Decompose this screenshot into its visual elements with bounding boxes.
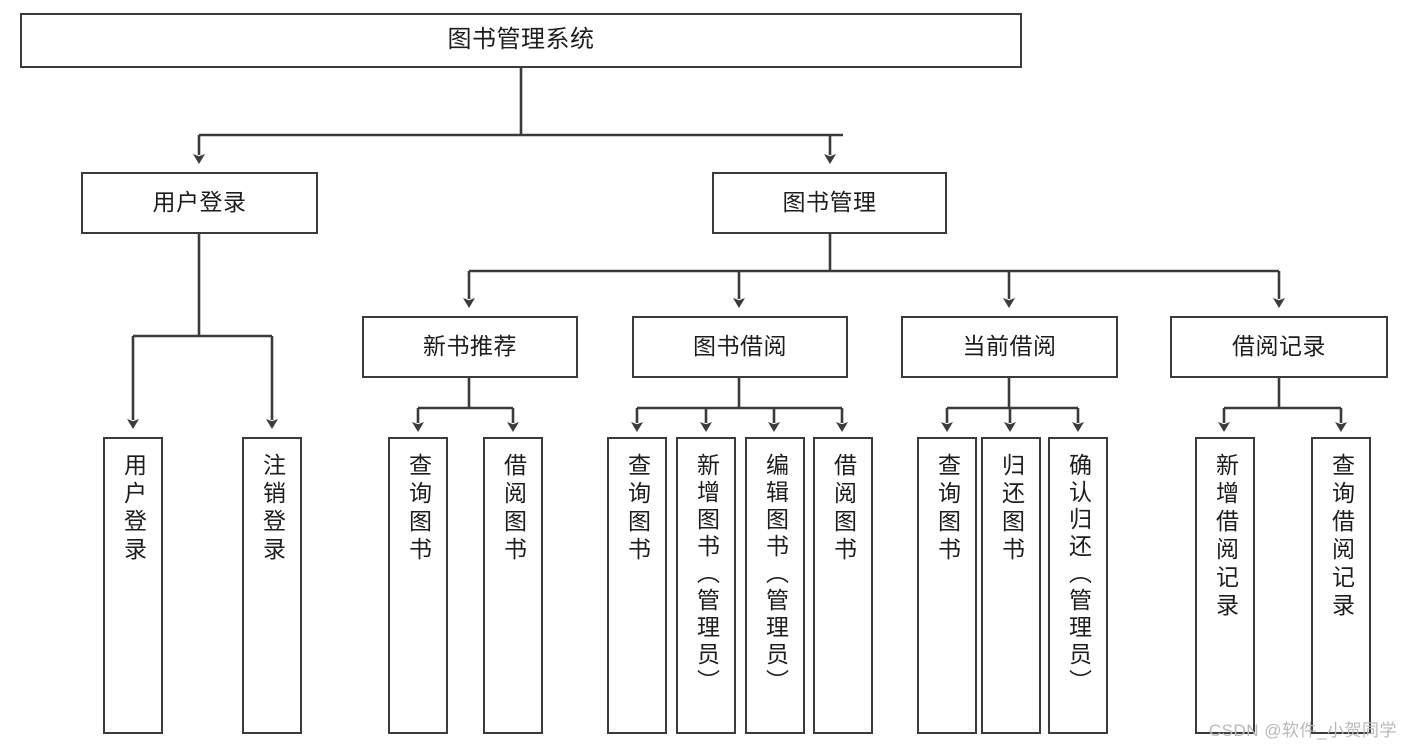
leaf-current-confirm-return-admin[interactable]: 确认归还（管理员） xyxy=(1048,437,1108,734)
node-user-login[interactable]: 用户登录 xyxy=(81,172,318,234)
node-label: 新增借阅记录 xyxy=(1212,453,1239,621)
leaf-user-login[interactable]: 用户登录 xyxy=(103,437,163,734)
node-label: 当前借阅 xyxy=(962,333,1057,360)
node-label: 图书借阅 xyxy=(693,333,787,360)
leaf-current-query-book[interactable]: 查询图书 xyxy=(917,437,977,734)
node-book-management[interactable]: 图书管理 xyxy=(712,172,947,234)
leaf-recommendation-borrow-book[interactable]: 借阅图书 xyxy=(483,437,543,734)
node-root-book-management-system[interactable]: 图书管理系统 xyxy=(20,13,1022,68)
node-label: 借阅图书 xyxy=(830,453,857,565)
leaf-record-add-borrow-record[interactable]: 新增借阅记录 xyxy=(1195,437,1255,734)
leaf-borrowing-borrow-book[interactable]: 借阅图书 xyxy=(813,437,873,734)
node-book-borrowing[interactable]: 图书借阅 xyxy=(632,316,848,378)
node-label: 查询借阅记录 xyxy=(1328,453,1355,621)
leaf-record-query-borrow-record[interactable]: 查询借阅记录 xyxy=(1311,437,1371,734)
leaf-borrowing-query-book[interactable]: 查询图书 xyxy=(607,437,667,734)
node-current-borrowing[interactable]: 当前借阅 xyxy=(901,316,1118,378)
leaf-borrowing-edit-book-admin[interactable]: 编辑图书（管理员） xyxy=(745,437,805,734)
leaf-recommendation-query-book[interactable]: 查询图书 xyxy=(388,437,448,734)
leaf-current-return-book[interactable]: 归还图书 xyxy=(981,437,1041,734)
node-label: 新书推荐 xyxy=(423,333,517,360)
leaf-borrowing-add-book-admin[interactable]: 新增图书（管理员） xyxy=(676,437,736,734)
node-label: 查询图书 xyxy=(624,453,651,565)
node-new-book-recommendation[interactable]: 新书推荐 xyxy=(362,316,578,378)
node-label: 借阅记录 xyxy=(1232,333,1326,360)
node-label: 编辑图书（管理员） xyxy=(762,453,789,696)
csdn-watermark: CSDN @软件_小贺同学 xyxy=(1208,721,1397,740)
node-label: 新增图书（管理员） xyxy=(693,453,720,696)
node-label: 查询图书 xyxy=(934,453,961,565)
node-label: 图书管理 xyxy=(782,189,877,216)
node-label: 归还图书 xyxy=(998,453,1025,565)
node-label: 查询图书 xyxy=(405,453,432,565)
node-label: 注销登录 xyxy=(259,453,286,565)
node-label: 图书管理系统 xyxy=(447,26,595,54)
node-label: 借阅图书 xyxy=(500,453,527,565)
node-label: 用户登录 xyxy=(152,189,247,216)
node-borrowing-records[interactable]: 借阅记录 xyxy=(1170,316,1388,378)
node-label: 用户登录 xyxy=(120,453,147,565)
node-label: 确认归还（管理员） xyxy=(1065,453,1092,696)
leaf-user-logout[interactable]: 注销登录 xyxy=(242,437,302,734)
